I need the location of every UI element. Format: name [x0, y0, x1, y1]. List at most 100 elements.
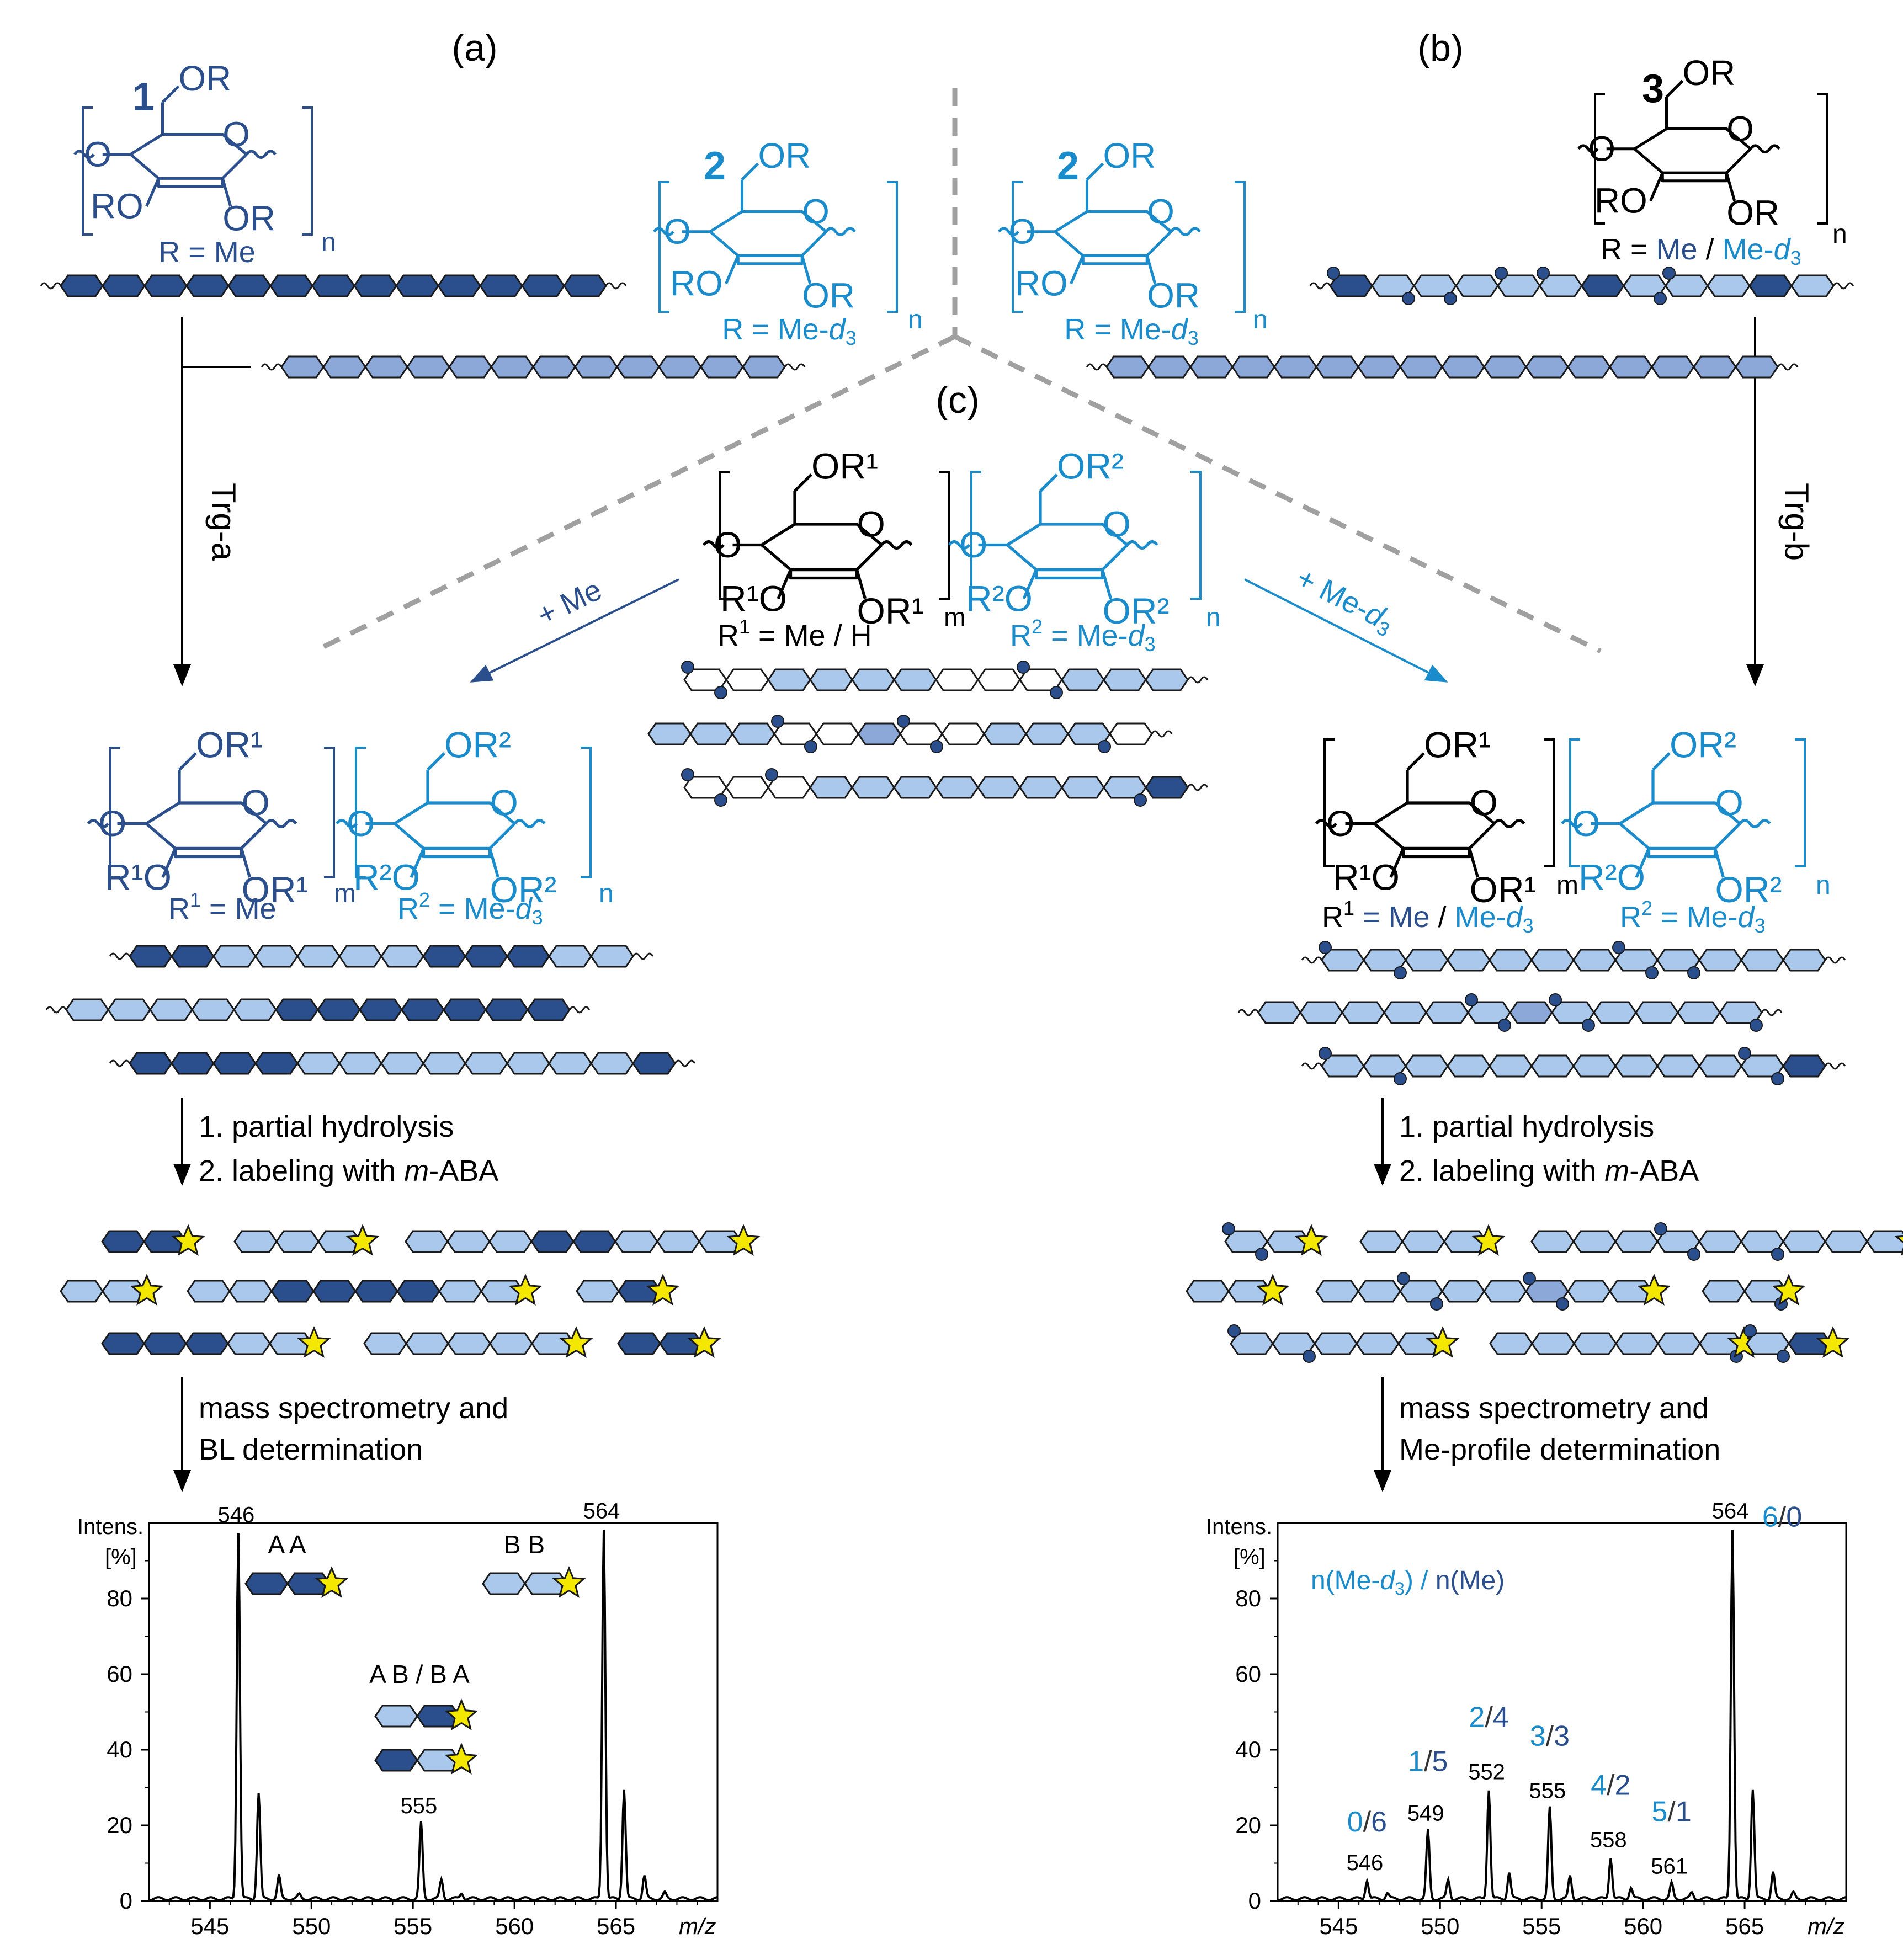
ring-bond [145, 178, 160, 207]
sugar-unit [572, 1230, 616, 1253]
sugar-unit [1707, 274, 1751, 297]
ring-bond [161, 85, 180, 104]
x-tick-label: 565 [1725, 1913, 1764, 1939]
ring-oxygen-4: O [84, 135, 111, 174]
ring-oxygen-4: O [1588, 129, 1615, 169]
ring-bond [1635, 848, 1650, 878]
ring-bond-bold [1034, 568, 1104, 580]
fragment [1702, 1274, 1806, 1311]
sugar-unit [1572, 1230, 1617, 1253]
sugar-unit [185, 1332, 229, 1355]
methyl-dot [1612, 941, 1625, 954]
sugar-unit [446, 1230, 491, 1253]
sugar-unit [1609, 355, 1653, 379]
label-star [315, 1566, 349, 1598]
sugar-unit [1383, 1001, 1427, 1024]
oligomer-chains [40, 267, 1903, 1775]
label-star [1256, 1274, 1290, 1306]
ring-ro3: RO [91, 187, 143, 226]
bracket-right [581, 747, 592, 878]
sugar-unit [809, 776, 853, 799]
sugar-unit [1025, 722, 1069, 745]
sugar-unit [1614, 1230, 1659, 1253]
ring-bond [513, 818, 546, 829]
sugar-unit [363, 1332, 407, 1355]
sugar-unit [1657, 1332, 1701, 1355]
sugar-unit [1735, 355, 1779, 379]
ring-bond [948, 540, 971, 550]
sugar-unit [1019, 776, 1063, 799]
sugar-unit [406, 355, 450, 379]
chain-end [1187, 784, 1209, 791]
ring-bond-bold [1081, 254, 1149, 265]
ring-bond [145, 801, 268, 825]
sugar-unit [1866, 1230, 1903, 1253]
ring-oxygen-5: O [242, 782, 270, 823]
ring-bond [1389, 848, 1405, 878]
methyl-dot [930, 740, 943, 753]
ring-or6: OR¹ [811, 446, 878, 487]
sugar-unit [354, 1280, 398, 1303]
peak-label: 546 [217, 1503, 254, 1527]
sugar-unit [464, 945, 508, 968]
sugar-unit [1441, 1280, 1485, 1303]
sugar-unit [656, 1230, 700, 1253]
ring-bond [178, 752, 197, 771]
bracket-right [1235, 181, 1246, 313]
ratio-sep: / [1485, 1701, 1493, 1733]
sugar-unit [1455, 274, 1499, 297]
ring-oxygen-5: O [1147, 191, 1174, 231]
sugar-unit [488, 1230, 533, 1253]
sugar-unit [809, 668, 853, 691]
sugar-unit [244, 1572, 289, 1595]
sugar-unit [563, 274, 607, 297]
trg-a-label: Trg-a [205, 483, 242, 561]
label-star [1426, 1326, 1460, 1358]
ratio-me: 6 [1371, 1806, 1387, 1838]
sugar-unit [1357, 355, 1401, 379]
ring-or2: OR² [1715, 869, 1782, 910]
sugar-unit [254, 1052, 299, 1075]
y-tick-label: 60 [107, 1661, 132, 1687]
ring-or2: OR [1726, 193, 1779, 233]
ring-or2: OR [222, 199, 275, 238]
sugar-unit [1231, 355, 1275, 379]
methyl-dot [1319, 941, 1332, 954]
ratio-sep: / [1607, 1770, 1615, 1802]
chain-end [632, 952, 654, 960]
y-axis-unit: [%] [1234, 1545, 1266, 1569]
sugar-unit [1483, 355, 1527, 379]
sugar-unit [1824, 1230, 1868, 1253]
sugar-unit [1399, 355, 1443, 379]
fragment [1359, 1224, 1506, 1256]
sugar-unit [647, 722, 692, 745]
y-tick-label: 40 [107, 1737, 132, 1762]
ring-bond [709, 210, 827, 233]
chain-center-3 [681, 768, 1209, 807]
sugar-unit [851, 668, 895, 691]
sugar-unit [364, 355, 408, 379]
ring-bond [880, 540, 913, 550]
fragment [101, 1326, 331, 1358]
chain-compound-3 [1309, 267, 1854, 305]
ring-bond [161, 848, 177, 878]
chain-right-3 [1301, 1047, 1846, 1085]
sugar-unit [1405, 1054, 1449, 1078]
sugar-unit [312, 1280, 357, 1303]
panel-label-c: (c) [935, 379, 979, 421]
sugar-unit [1572, 949, 1617, 972]
x-tick-label: 555 [394, 1913, 432, 1939]
methyl-dot [1662, 267, 1676, 280]
ring-bond [87, 818, 110, 829]
sugar-unit [574, 355, 618, 379]
ring-bond [1619, 801, 1741, 825]
spectrum-trace [1277, 1530, 1847, 1902]
fragment [60, 1274, 164, 1306]
sugar-unit [60, 1280, 104, 1303]
sugar-unit [532, 355, 576, 379]
ring-or6: OR¹ [196, 725, 263, 765]
annotation-fragment-BB [482, 1566, 586, 1598]
right-n: n [1816, 871, 1831, 900]
sugar-unit [101, 1332, 145, 1355]
